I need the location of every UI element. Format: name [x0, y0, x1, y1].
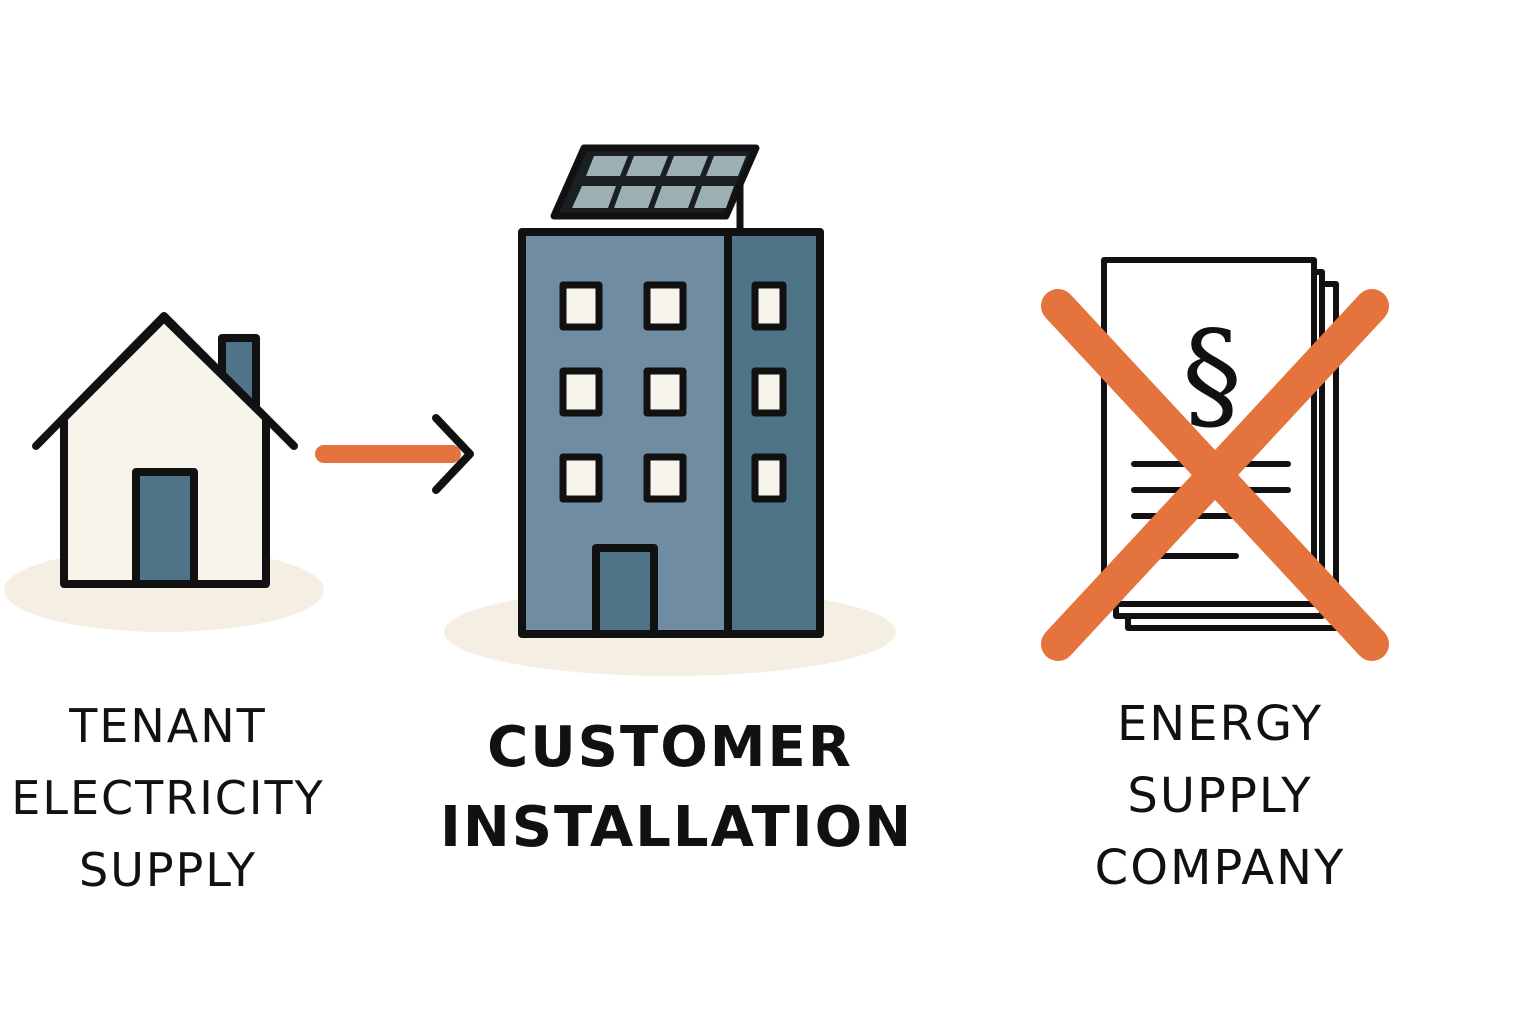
- customer-installation-label: CUSTOMER INSTALLATION: [440, 708, 914, 868]
- section-sign: §: [1182, 306, 1242, 445]
- house-icon: [32, 312, 298, 588]
- apartment-building-icon: [518, 228, 824, 638]
- label-line: ENERGY: [1116, 696, 1324, 752]
- window: [751, 367, 787, 417]
- window: [643, 453, 687, 503]
- window: [643, 367, 687, 417]
- label-line: CUSTOMER: [487, 715, 853, 780]
- window: [559, 453, 603, 503]
- tenant-electricity-supply-label: TENANT ELECTRICITY SUPPLY: [0, 690, 336, 906]
- label-line: SUPPLY: [1127, 768, 1313, 824]
- house-roof: [32, 312, 298, 450]
- building-door: [592, 544, 658, 638]
- arrow-right-icon: [315, 414, 474, 494]
- solar-panel-cells: [572, 156, 746, 208]
- arrow-head: [432, 414, 474, 494]
- window: [643, 281, 687, 331]
- building-windows: [559, 281, 787, 503]
- label-line: SUPPLY: [79, 843, 257, 897]
- house-door: [132, 468, 198, 588]
- label-line: ELECTRICITY: [11, 771, 325, 825]
- window: [751, 281, 787, 331]
- cross-mark-icon: [1041, 289, 1389, 661]
- window: [559, 367, 603, 417]
- cross-stroke: [1041, 289, 1389, 661]
- label-line: INSTALLATION: [440, 795, 914, 860]
- energy-supply-company-label: ENERGY SUPPLY COMPANY: [1040, 688, 1400, 904]
- label-line: TENANT: [69, 699, 267, 753]
- window: [751, 453, 787, 503]
- label-line: COMPANY: [1094, 840, 1346, 896]
- window: [559, 281, 603, 331]
- solar-panel-icon: [550, 144, 760, 232]
